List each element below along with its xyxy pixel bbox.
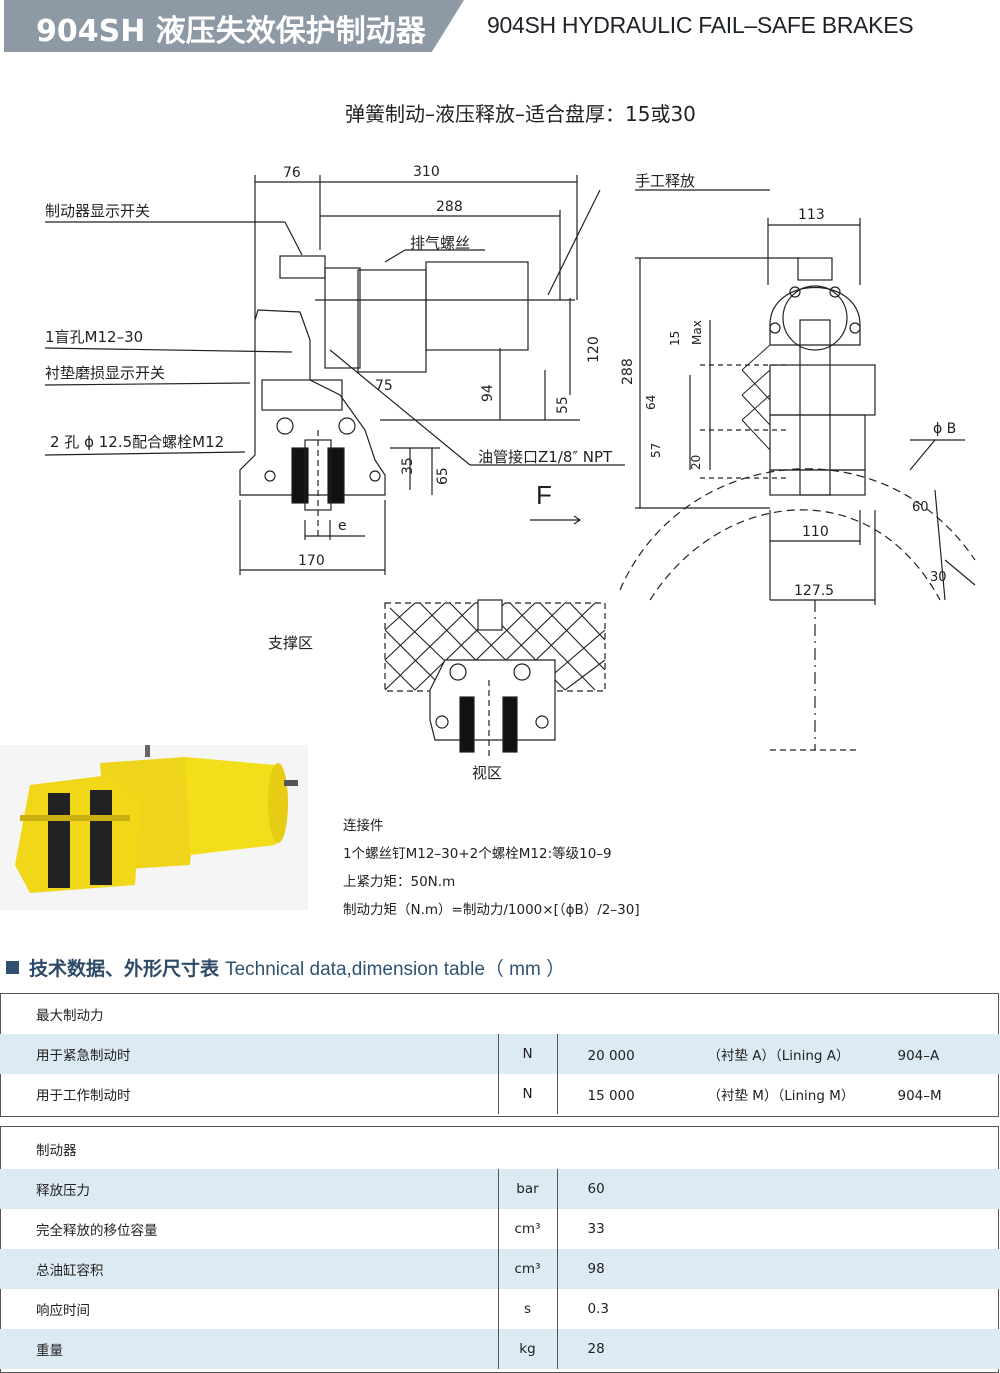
dim-75: 75 bbox=[375, 378, 393, 394]
table1-heading: 最大制动力 bbox=[36, 1008, 104, 1024]
dim-64: 64 bbox=[644, 394, 658, 410]
notes-line-3: 制动力矩（N.m）=制动力/1000×[（ϕB）/2–30] bbox=[343, 902, 640, 918]
section-title: 技术数据、外形尺寸表 Technical data,dimension tabl… bbox=[6, 954, 565, 980]
header-title-bar bbox=[4, 0, 464, 52]
table-row: 用于工作制动时 N 15 000 （衬垫 M）（Lining M） 904–M bbox=[0, 1074, 1000, 1114]
dim-65: 65 bbox=[435, 467, 451, 485]
table-brake-specs: 制动器 释放压力 bar 60 完全释放的移位容量 cm³ 33 总油缸容积 c… bbox=[0, 1129, 1000, 1369]
table-max-braking-force: 最大制动力 用于紧急制动时 N 20 000 （衬垫 A）（Lining A） 90… bbox=[0, 994, 1000, 1114]
dim-113: 113 bbox=[798, 207, 825, 223]
row-label: 用于紧急制动时 bbox=[0, 1034, 499, 1074]
dim-57: 57 bbox=[649, 442, 663, 458]
row-unit: cm³ bbox=[498, 1249, 558, 1289]
label-manual-release: 手工释放 bbox=[635, 172, 696, 190]
row-unit: bar bbox=[498, 1169, 558, 1209]
dim-e: e bbox=[338, 518, 347, 534]
row-label: 总油缸容积 bbox=[0, 1249, 499, 1289]
row-value: 60 bbox=[557, 1169, 1000, 1209]
dim-35: 35 bbox=[400, 457, 416, 475]
dim-120: 120 bbox=[586, 336, 602, 363]
dim-76: 76 bbox=[283, 165, 301, 181]
dim-60: 60 bbox=[912, 500, 929, 515]
technical-drawing bbox=[44, 175, 976, 760]
row-label: 释放压力 bbox=[0, 1169, 499, 1209]
row-unit: N bbox=[498, 1074, 558, 1114]
section-square-icon bbox=[6, 961, 19, 974]
row-label: 完全释放的移位容量 bbox=[0, 1209, 499, 1249]
section-title-en: Technical data,dimension table（ mm ） bbox=[225, 959, 566, 980]
row-label: 响应时间 bbox=[0, 1289, 499, 1329]
table-row: 响应时间 s 0.3 bbox=[0, 1289, 1000, 1329]
table-row: 释放压力 bar 60 bbox=[0, 1169, 1000, 1209]
dim-30: 30 bbox=[930, 570, 947, 585]
row-value: 15 000 bbox=[587, 1088, 635, 1104]
label-wear-switch: 衬垫磨损显示开关 bbox=[45, 364, 166, 382]
dim-127-5: 127.5 bbox=[794, 583, 835, 599]
row-value: 20 000 bbox=[587, 1048, 635, 1064]
header-title-en: 904SH HYDRAULIC FAIL–SAFE BRAKES bbox=[487, 12, 914, 38]
dim-15: 15 bbox=[668, 330, 682, 346]
label-phi-b: ϕ B bbox=[933, 421, 957, 437]
page-header: 904SH 液压失效保护制动器 904SH HYDRAULIC FAIL–SAF… bbox=[0, 0, 1000, 52]
row-lining: （衬垫 M）（Lining M） bbox=[707, 1088, 855, 1104]
dim-20: 20 bbox=[689, 454, 703, 470]
dim-310: 310 bbox=[413, 164, 440, 180]
row-model: 904–A bbox=[897, 1048, 940, 1064]
notes-line-2: 上紧力矩：50N.m bbox=[343, 874, 456, 890]
row-unit: N bbox=[498, 1034, 558, 1074]
dim-max: Max bbox=[690, 320, 704, 345]
dim-288-vertical: 288 bbox=[620, 358, 636, 385]
label-view-zone: 视区 bbox=[472, 764, 503, 782]
label-blind-hole: 1盲孔M12–30 bbox=[45, 328, 144, 346]
label-force: F bbox=[536, 480, 552, 510]
label-oil-port: 油管接口Z1/8″ NPT bbox=[478, 448, 613, 466]
notes-heading: 连接件 bbox=[343, 818, 384, 834]
dim-170: 170 bbox=[298, 553, 325, 569]
row-value: 28 bbox=[557, 1329, 1000, 1369]
row-label: 重量 bbox=[0, 1329, 499, 1369]
notes-line-1: 1个螺丝钉M12–30+2个螺栓M12:等级10–9 bbox=[343, 846, 612, 862]
label-bolt-holes: 2 孔 ϕ 12.5配合螺栓M12 bbox=[50, 433, 225, 451]
label-bleed-screw: 排气螺丝 bbox=[410, 234, 471, 252]
table-row: 总油缸容积 cm³ 98 bbox=[0, 1249, 1000, 1289]
dim-55: 55 bbox=[555, 396, 571, 414]
product-photo bbox=[0, 745, 308, 910]
row-model: 904–M bbox=[897, 1088, 942, 1104]
dim-110: 110 bbox=[802, 524, 829, 540]
dim-94: 94 bbox=[480, 384, 496, 402]
label-support-zone: 支撑区 bbox=[268, 634, 314, 652]
row-lining: （衬垫 A）（Lining A） bbox=[707, 1048, 850, 1064]
table2-heading: 制动器 bbox=[36, 1143, 77, 1159]
row-value: 98 bbox=[557, 1249, 1000, 1289]
dim-288: 288 bbox=[436, 199, 463, 215]
section-title-zh: 技术数据、外形尺寸表 bbox=[29, 958, 220, 980]
label-indicator-switch: 制动器显示开关 bbox=[45, 202, 151, 220]
drawing-subtitle: 弹簧制动–液压释放–适合盘厚：15或30 bbox=[345, 102, 696, 126]
header-title-zh: 904SH 液压失效保护制动器 bbox=[36, 14, 426, 49]
row-value: 0.3 bbox=[587, 1301, 609, 1317]
row-unit: cm³ bbox=[498, 1209, 558, 1249]
row-unit: kg bbox=[498, 1329, 558, 1369]
table-row: 用于紧急制动时 N 20 000 （衬垫 A）（Lining A） 904–A bbox=[0, 1034, 1000, 1074]
table-row: 重量 kg 28 bbox=[0, 1329, 1000, 1369]
connection-notes: 连接件 1个螺丝钉M12–30+2个螺栓M12:等级10–9 上紧力矩：50N.… bbox=[343, 812, 640, 924]
table-row: 完全释放的移位容量 cm³ 33 bbox=[0, 1209, 1000, 1249]
row-unit: s bbox=[498, 1289, 558, 1329]
row-label: 用于工作制动时 bbox=[0, 1074, 499, 1114]
row-value: 33 bbox=[587, 1221, 605, 1237]
